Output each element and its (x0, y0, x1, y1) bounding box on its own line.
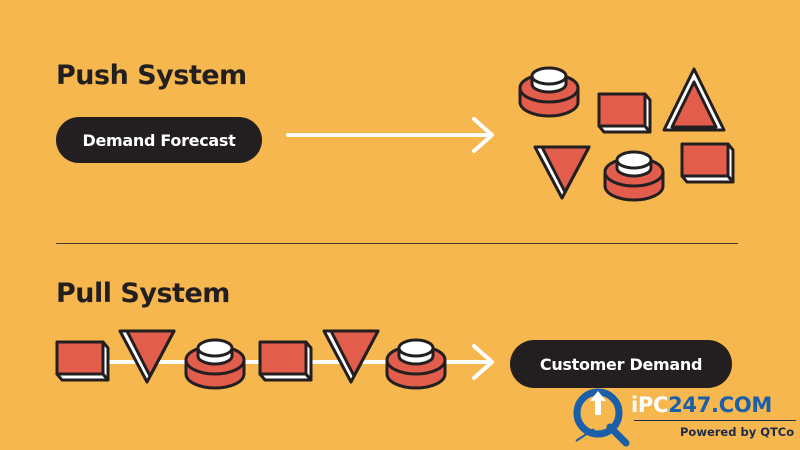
push-shape-cluster (518, 66, 735, 202)
triangle-up-icon (662, 67, 726, 132)
section-divider (56, 243, 738, 244)
cylinder-icon (603, 150, 665, 202)
logo-tagline: Powered by QTCo (680, 425, 795, 439)
cube-icon (258, 340, 313, 382)
push-system-title: Push System (56, 60, 247, 91)
logo-underline (634, 420, 796, 421)
cube-icon (597, 92, 652, 134)
demand-forecast-pill: Demand Forecast (56, 117, 262, 163)
cube-icon (55, 340, 110, 382)
triangle-down-icon (322, 329, 380, 384)
pull-shape-sequence (55, 329, 447, 390)
pull-system-title: Pull System (56, 278, 230, 309)
cylinder-icon (518, 66, 580, 118)
cylinder-icon (184, 338, 246, 390)
triangle-down-icon (533, 145, 591, 200)
cube-icon (680, 142, 735, 184)
cylinder-icon (385, 338, 447, 390)
logo-brand: iPC247.COM (631, 393, 772, 417)
logo-q-icon (573, 388, 630, 447)
customer-demand-pill: Customer Demand (510, 340, 732, 388)
triangle-down-icon (118, 329, 176, 384)
push-arrow (286, 117, 494, 153)
logo: iPC247.COM Powered by QTCo (568, 383, 800, 450)
